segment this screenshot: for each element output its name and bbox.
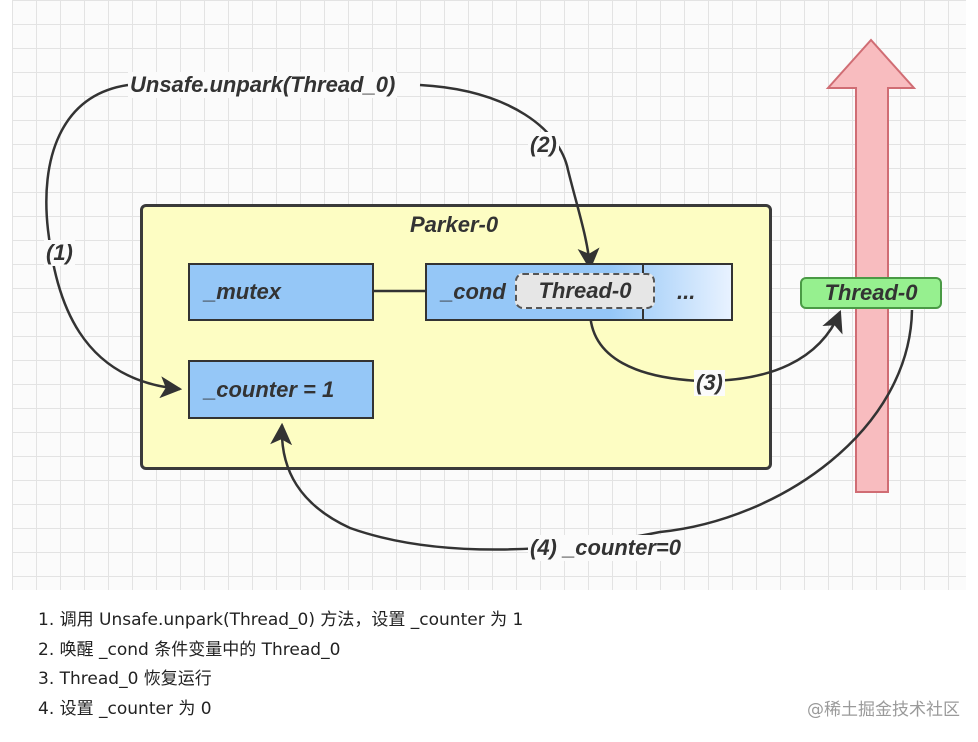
parker-title: Parker-0	[410, 212, 499, 237]
cond-label: _cond	[441, 279, 506, 304]
waiting-thread-node: Thread-0	[515, 273, 655, 309]
waiting-thread-label: Thread-0	[538, 278, 632, 303]
step1-label: (1)	[44, 240, 75, 266]
counter-box: _counter = 1	[188, 360, 374, 419]
step-note: 1. 调用 Unsafe.unpark(Thread_0) 方法，设置 _cou…	[38, 610, 524, 630]
running-thread-label: Thread-0	[824, 280, 918, 305]
steps-list: 1. 调用 Unsafe.unpark(Thread_0) 方法，设置 _cou…	[38, 606, 523, 724]
running-thread-node: Thread-0	[800, 277, 942, 309]
mutex-box: _mutex	[188, 263, 374, 321]
step-note: 2. 唤醒 _cond 条件变量中的 Thread_0	[38, 639, 341, 660]
step2-label: (2)	[528, 132, 559, 158]
cond-more-label: ...	[677, 279, 696, 304]
step-note: 4. 设置 _counter 为 0	[38, 698, 212, 719]
watermark: @稀土掘金技术社区	[807, 700, 960, 720]
step-note: 3. Thread_0 恢复运行	[38, 669, 212, 689]
step4-label: (4) _counter=0	[528, 535, 683, 561]
parker-container	[140, 204, 772, 470]
step3-label: (3)	[694, 370, 725, 396]
unpark-call-label: Unsafe.unpark(Thread_0)	[128, 72, 398, 98]
counter-label: _counter = 1	[204, 376, 335, 402]
mutex-label: _mutex	[204, 279, 282, 304]
